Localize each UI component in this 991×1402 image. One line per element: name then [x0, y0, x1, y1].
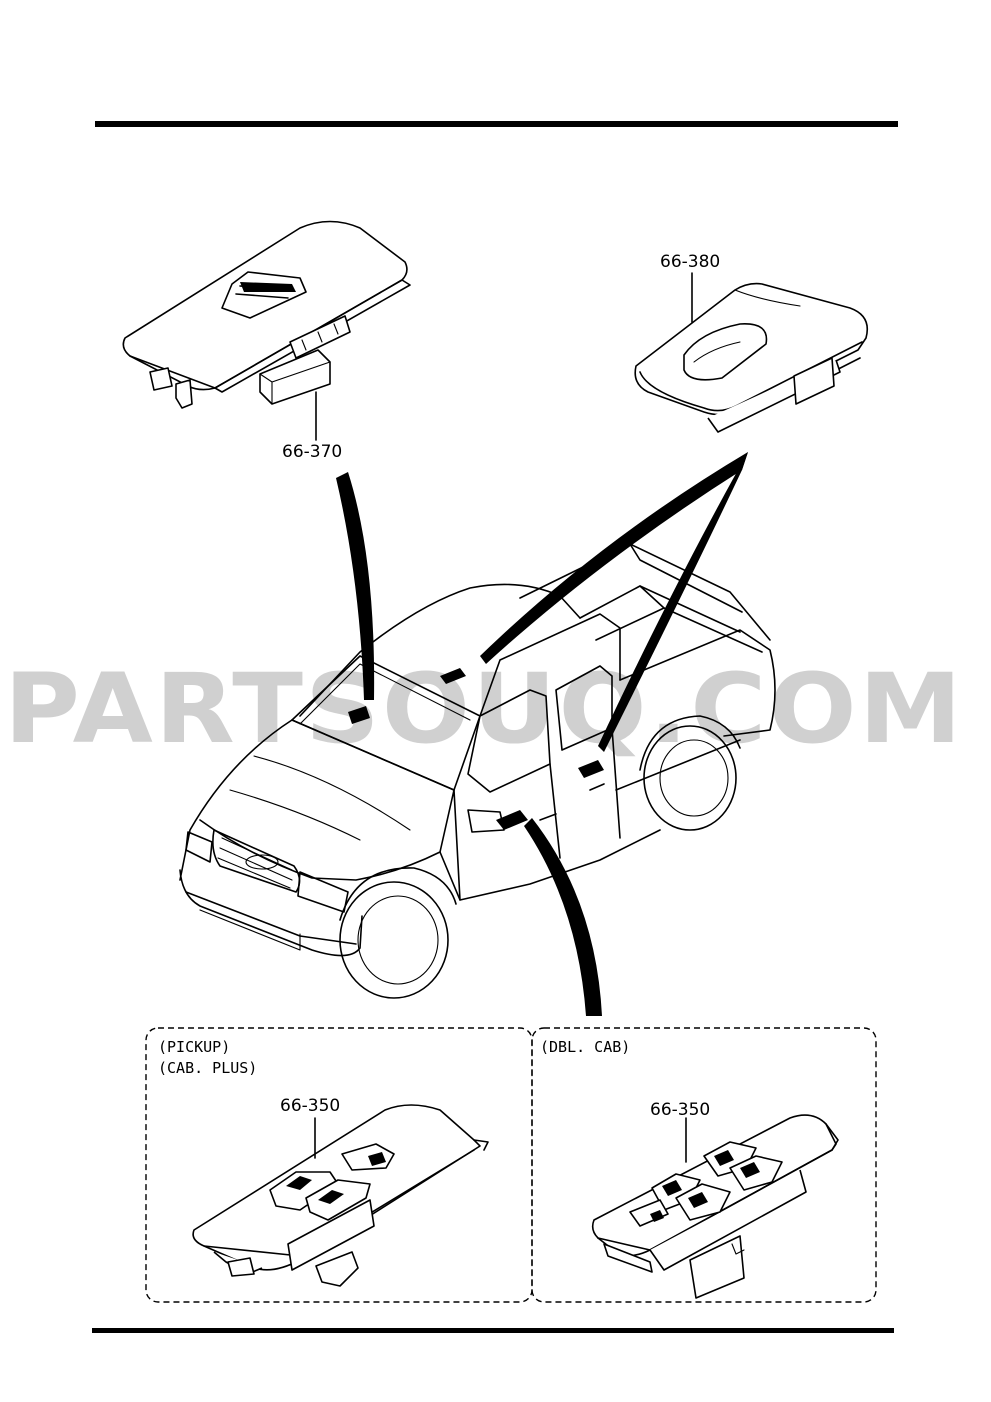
bottom-rule	[92, 1328, 894, 1333]
condition-cab-plus: (CAB. PLUS)	[158, 1059, 257, 1077]
switch-66-370[interactable]	[122, 220, 411, 441]
switch-66-350-pickup[interactable]	[192, 1104, 489, 1287]
leader-66-370	[336, 472, 375, 700]
condition-pickup: (PICKUP)	[158, 1038, 230, 1056]
label-66-350-dbl-cab: 66-350	[650, 1100, 710, 1120]
leader-66-380-b	[598, 452, 748, 752]
label-66-380: 66-380	[660, 252, 720, 272]
label-66-350-pickup: 66-350	[280, 1096, 340, 1116]
leader-66-350	[524, 818, 602, 1016]
switch-location-front-door	[496, 810, 528, 830]
watermark: PARTSOUQ.COM	[4, 653, 964, 765]
switch-location-overhead	[440, 668, 466, 684]
switch-66-380[interactable]	[634, 272, 869, 433]
switch-66-350-dbl-cab[interactable]	[591, 1114, 839, 1299]
switch-location-driver	[348, 706, 370, 724]
variant-box-dbl-cab	[531, 1027, 877, 1303]
switch-location-rear-door	[578, 760, 604, 778]
pickup-truck	[179, 543, 776, 999]
top-rule	[95, 121, 898, 127]
label-66-370: 66-370	[282, 442, 342, 462]
leader-66-380-a	[480, 452, 748, 664]
condition-dbl-cab: (DBL. CAB)	[540, 1038, 630, 1056]
